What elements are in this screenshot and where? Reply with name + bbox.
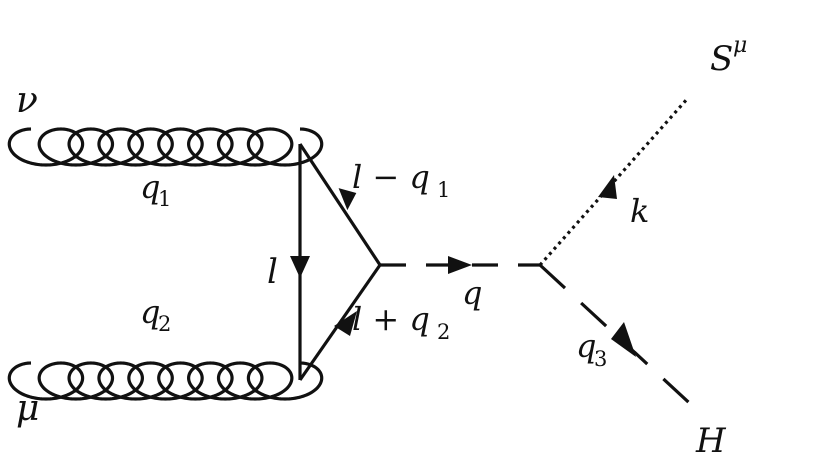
fermion-line-l-minus-q1: [298, 143, 382, 266]
label-S: S: [710, 39, 733, 79]
label-q2-sub: 2: [158, 312, 171, 336]
label-q3-sub: 3: [594, 347, 607, 371]
arrow-q3: [611, 322, 636, 357]
arrow-k: [598, 175, 617, 199]
label-mu: μ: [16, 388, 39, 429]
arrow-l-minus-q1: [338, 188, 357, 211]
label-H: H: [695, 421, 727, 461]
label-l: l: [267, 252, 278, 292]
label-l-plus-q2: l + q: [352, 300, 430, 338]
gluon-line-top: [7, 127, 324, 167]
label-l-minus-q1-sub: 1: [437, 178, 450, 202]
gluon-line-bottom: [7, 361, 324, 401]
label-q3: q: [576, 327, 596, 365]
dotted-line-k: [538, 96, 690, 267]
label-q2: q: [140, 293, 160, 331]
arrow-q: [448, 256, 472, 274]
label-q1-sub: 1: [158, 187, 171, 211]
label-k: k: [630, 192, 649, 230]
label-q: q: [462, 274, 482, 312]
label-l-plus-q2-sub: 2: [437, 320, 450, 344]
label-q1: q: [140, 168, 160, 206]
label-l-minus-q1: l − q: [352, 158, 430, 196]
label-S-superscript: μ: [733, 33, 747, 58]
dashed-line-q3: [538, 263, 699, 412]
arrow-l: [290, 256, 310, 278]
arrow-l-plus-q2: [334, 311, 357, 336]
label-nu: ν: [16, 80, 38, 121]
